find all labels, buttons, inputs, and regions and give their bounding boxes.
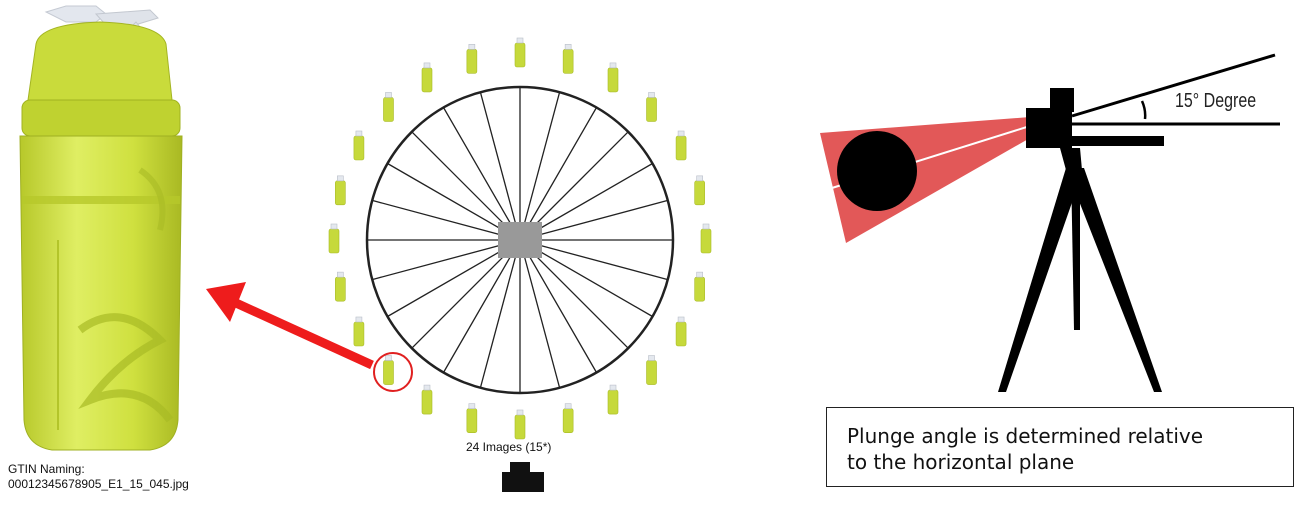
caption-line-1: GTIN Naming: <box>8 462 85 476</box>
tripod-leg-left <box>998 168 1084 392</box>
gtin-caption: GTIN Naming: 00012345678905_E1_15_045.jp… <box>8 462 189 492</box>
spoke <box>519 239 653 318</box>
spoke <box>411 131 521 241</box>
spoke <box>519 199 668 241</box>
camera-icon <box>502 462 544 492</box>
bottle-thumbnail <box>421 62 433 93</box>
degree-label: 15° Degree <box>1175 90 1257 112</box>
bottle-thumbnail <box>694 175 705 206</box>
bottle-thumbnail <box>607 384 619 415</box>
spoke <box>372 239 521 281</box>
arrow-head <box>206 282 246 322</box>
subject-ball <box>837 131 917 211</box>
bottle-thumbnail <box>607 62 619 93</box>
camera-top <box>1050 88 1074 112</box>
highlight-circle <box>373 352 413 392</box>
bottle-thumbnail <box>514 409 526 440</box>
tripod-head <box>1060 148 1082 170</box>
spoke <box>387 239 521 318</box>
camera-handle <box>1060 136 1164 146</box>
spoke <box>479 239 521 388</box>
bottle-thumbnail <box>514 37 526 68</box>
spoke <box>519 239 629 349</box>
bottle-thumbnail <box>562 44 574 74</box>
spoke <box>519 162 653 241</box>
wheel-spokes <box>367 87 673 393</box>
turntable-circle <box>365 85 675 395</box>
bottle-thumbnail <box>646 355 657 385</box>
product-image-panel: GTIN Naming: 00012345678905_E1_15_045.jp… <box>0 0 230 509</box>
spoke <box>519 92 561 241</box>
angle-arc <box>1140 100 1147 120</box>
bottle-thumbnail <box>700 223 712 254</box>
plunge-line-1: Plunge angle is determined relative <box>847 424 1204 448</box>
bottle-thumbnail <box>466 403 478 433</box>
spoke <box>519 239 668 281</box>
bottle-thumbnail <box>335 271 346 302</box>
plunge-line-2: to the horizontal plane <box>847 450 1075 474</box>
spoke <box>479 92 521 241</box>
bottle-thumbnail <box>675 130 687 161</box>
camera-angle-diagram <box>820 53 1280 392</box>
spoke <box>519 239 561 388</box>
turntable-diagram <box>206 37 712 492</box>
bottle-thumbnail <box>675 316 687 347</box>
bottle-thumbnail <box>466 44 478 74</box>
bottle-thumbnail <box>383 92 394 122</box>
bottle-ring <box>328 37 712 440</box>
bottle-thumbnail <box>421 384 433 415</box>
bottle-thumbnail <box>383 355 394 385</box>
bottle-thumbnail <box>562 403 574 433</box>
spoke <box>442 107 521 241</box>
spoke <box>519 107 598 241</box>
image-count-label: 24 Images (15*) <box>466 440 552 454</box>
spoke <box>519 239 598 373</box>
bottle-thumbnail <box>328 223 340 254</box>
spoke <box>442 239 521 373</box>
spoke <box>372 199 521 241</box>
bottle-thumbnail <box>335 175 346 206</box>
plunge-angle-note: Plunge angle is determined relative to t… <box>826 407 1294 487</box>
bottle-thumbnail <box>353 130 365 161</box>
bottle-thumbnail <box>353 316 365 347</box>
shaker-bottle-image <box>19 5 183 451</box>
tripod-leg-right <box>1066 168 1162 392</box>
bottle-thumbnail <box>646 92 657 122</box>
turntable-center <box>498 222 542 258</box>
bottle-thumbnail <box>694 271 705 302</box>
spoke <box>411 239 521 349</box>
caption-line-2: 00012345678905_E1_15_045.jpg <box>8 477 189 491</box>
tripod-leg-center <box>1071 168 1080 330</box>
angle-line <box>1071 53 1276 118</box>
spoke <box>387 162 521 241</box>
spoke <box>519 131 629 241</box>
arrow-shaft <box>234 298 374 370</box>
